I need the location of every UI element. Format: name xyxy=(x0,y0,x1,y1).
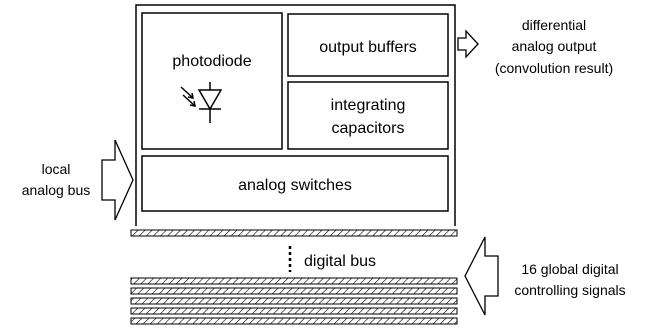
local-label-line2: analog bus xyxy=(22,182,91,198)
output-buffers-block xyxy=(287,13,449,77)
digital-bus-lines xyxy=(130,229,458,325)
differential-label-line1: differential xyxy=(522,17,586,33)
local-label-line1: local xyxy=(42,161,71,177)
differential-label-line3: (convolution result) xyxy=(495,60,613,76)
photodiode-label: photodiode xyxy=(172,53,251,70)
global-signals-arrow-shape xyxy=(464,236,499,316)
digital-bus-line xyxy=(130,297,458,305)
photodiode-block xyxy=(141,12,283,150)
digital-bus-line xyxy=(130,287,458,295)
analog-switches-block xyxy=(141,155,449,212)
output-buffers-label: output buffers xyxy=(319,39,417,56)
analog-switches-label: analog switches xyxy=(238,177,352,194)
integrating-label-line1: integrating xyxy=(331,97,406,114)
global-label-line2: controlling signals xyxy=(514,282,625,298)
output-arrow-icon xyxy=(457,29,479,59)
pixel-frame xyxy=(135,4,456,226)
global-label-line1: 16 global digital xyxy=(521,261,618,277)
differential-label-line2: analog output xyxy=(512,38,597,54)
digital-bus-label: digital bus xyxy=(304,253,376,270)
digital-bus-line xyxy=(130,317,458,325)
digital-bus-line xyxy=(130,307,458,315)
integrating-label-line2: capacitors xyxy=(332,120,405,137)
photodiode-icon xyxy=(180,82,223,123)
integrating-capacitors-block xyxy=(287,81,449,150)
digital-bus-line xyxy=(130,277,458,285)
digital-bus-line xyxy=(130,229,458,237)
local-bus-arrow-icon xyxy=(101,139,134,221)
